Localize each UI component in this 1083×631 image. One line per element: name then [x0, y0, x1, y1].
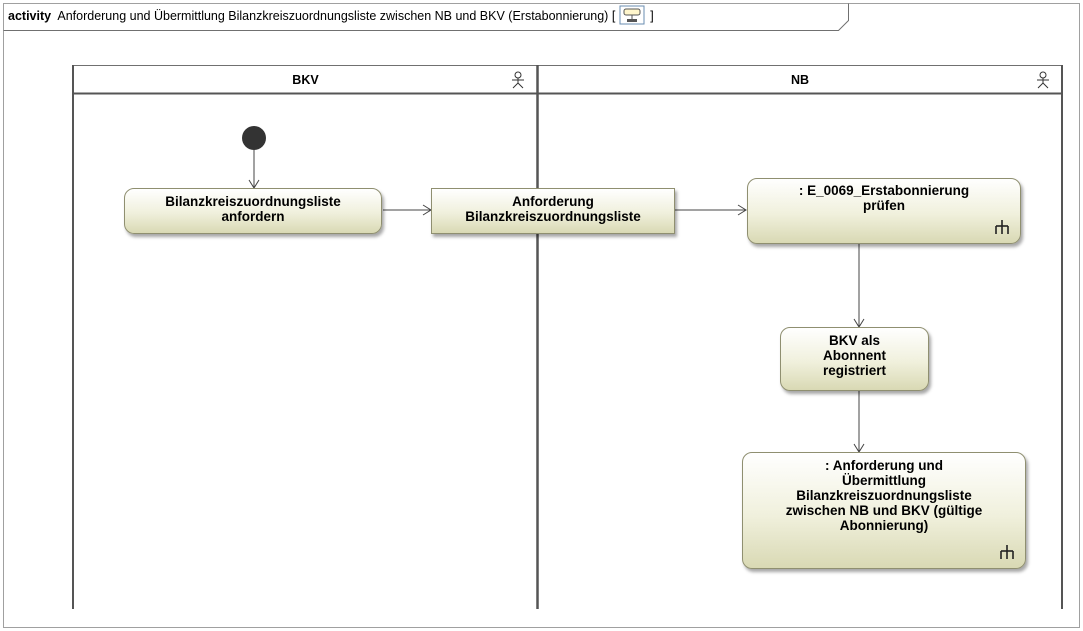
frame-title-tab — [3, 3, 849, 31]
object-node-request-label: Anforderung Bilanzkreiszuordnungsliste — [465, 194, 641, 224]
frame-title-close: ] — [650, 9, 654, 23]
action-check-subscription: : E_0069_Erstabonnierung prüfen — [747, 178, 1021, 244]
lane-header-nb: NB — [790, 73, 810, 87]
action-register-subscriber-label: BKV als Abonnent registriert — [822, 333, 887, 378]
frame-border — [3, 3, 1080, 628]
action-request-list-label: Bilanzkreiszuordnungsliste anfordern — [165, 194, 341, 224]
action-request-list: Bilanzkreiszuordnungsliste anfordern — [124, 188, 382, 234]
lane-header-bkv: BKV — [292, 73, 319, 87]
rake-icon — [1000, 545, 1014, 559]
initial-node — [242, 126, 266, 150]
frame-title-text: Anforderung und Übermittlung Bilanzkreis… — [57, 9, 609, 23]
actor-icon — [512, 71, 524, 89]
activity-diagram-icon — [619, 5, 647, 27]
frame-title: activity Anforderung und Übermittlung Bi… — [2, 2, 852, 30]
action-register-subscriber: BKV als Abonnent registriert — [780, 327, 929, 391]
object-node-request: Anforderung Bilanzkreiszuordnungsliste — [431, 188, 675, 234]
rake-icon — [995, 220, 1009, 234]
actor-icon — [1037, 71, 1049, 89]
frame-keyword: activity — [8, 9, 52, 23]
action-followup-subscription: : Anforderung und Übermittlung Bilanzkre… — [742, 452, 1026, 569]
action-check-subscription-label: : E_0069_Erstabonnierung prüfen — [798, 183, 970, 213]
action-followup-subscription-label: : Anforderung und Übermittlung Bilanzkre… — [785, 458, 983, 533]
frame-title-open: [ — [611, 9, 616, 23]
